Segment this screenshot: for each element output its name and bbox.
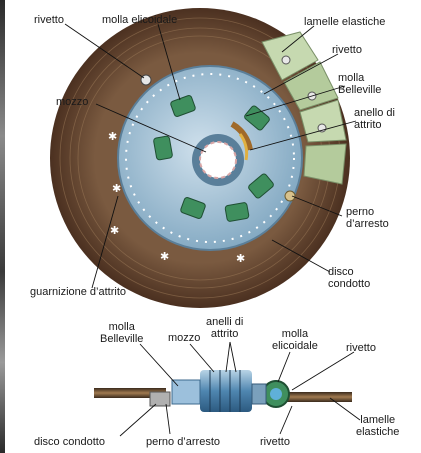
svg-text:✱: ✱: [108, 130, 117, 143]
label-molla-elicoidale-top: molla elicoidale: [102, 14, 177, 26]
svg-text:✱: ✱: [160, 250, 169, 263]
label-molla-belleville-bottom: molla Belleville: [100, 321, 143, 345]
label-rivetto-top: rivetto: [34, 14, 64, 26]
label-perno-arresto-top: perno d’arresto: [346, 206, 389, 230]
label-anello-attrito-top: anello di attrito: [354, 107, 395, 131]
label-lamelle-elastiche-bottom: lamelle elastiche: [356, 414, 399, 438]
label-mozzo-top: mozzo: [56, 96, 88, 108]
label-disco-condotto-bottom: disco condotto: [34, 436, 105, 448]
svg-text:✱: ✱: [236, 252, 245, 265]
svg-text:✱: ✱: [112, 182, 121, 195]
label-anelli-attrito-bottom: anelli di attrito: [206, 316, 243, 340]
label-rivetto-right-top: rivetto: [332, 44, 362, 56]
label-disco-condotto-top: disco condotto: [328, 266, 370, 290]
cross-section: [94, 370, 352, 412]
label-rivetto-bottom: rivetto: [260, 436, 290, 448]
svg-text:✱: ✱: [110, 224, 119, 237]
section-shaft-right: [282, 392, 352, 402]
label-mozzo-bottom: mozzo: [168, 332, 200, 344]
section-hub: [200, 370, 252, 412]
label-molla-elicoidale-bottom: molla elicoidale: [272, 328, 318, 352]
label-guarnizione-attrito: guarnizione d’attrito: [30, 286, 126, 298]
label-perno-arresto-bottom: perno d’arresto: [146, 436, 220, 448]
stop-pin: [285, 191, 295, 201]
label-molla-belleville-top: molla Belleville: [338, 72, 381, 96]
label-lamelle-elastiche-top: lamelle elastiche: [304, 16, 385, 28]
label-rivetto-bottom-right: rivetto: [346, 342, 376, 354]
